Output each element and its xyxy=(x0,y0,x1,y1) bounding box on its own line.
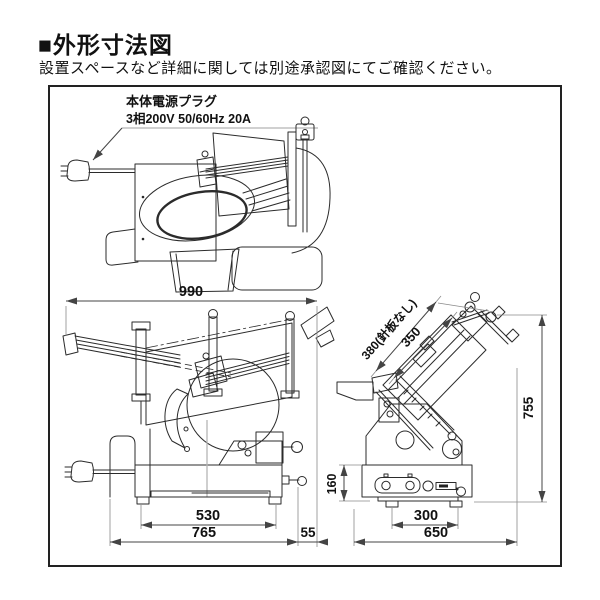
dim-front-foot-span: 530 xyxy=(196,508,220,524)
drawing-frame xyxy=(48,85,562,567)
page-subtitle: 設置スペースなど詳細に関しては別途承認図にてご確認ください。 xyxy=(39,60,502,77)
side-view-drawing xyxy=(336,292,520,508)
power-plug-note: 本体電源プラグ 3相200V 50/60Hz 20A xyxy=(126,94,251,127)
dim-side-overall-height: 755 xyxy=(521,396,536,419)
side-view-dimensions: 380(針板なし) 350 755 160 300 650 xyxy=(325,296,547,546)
dim-side-base-height: 160 xyxy=(325,474,339,495)
dim-front-overall-width: 990 xyxy=(179,284,203,300)
dim-side-carriage-width: 350 xyxy=(398,324,424,350)
top-view-drawing xyxy=(60,116,331,293)
power-plug-note-line2: 3相200V 50/60Hz 20A xyxy=(126,111,252,126)
dim-side-foot-span: 300 xyxy=(414,508,438,524)
page-title: ■外形寸法図 xyxy=(38,32,173,58)
dim-side-overall-depth: 650 xyxy=(424,525,448,541)
power-plug-top-view xyxy=(60,159,136,182)
front-view-dimensions: 990 530 765 55 xyxy=(65,284,328,547)
plug-note-leader-line xyxy=(92,127,123,161)
dim-front-side-offset: 55 xyxy=(300,525,316,540)
front-view-drawing xyxy=(62,306,335,505)
power-plug-front-view xyxy=(64,460,136,483)
dim-front-body-width: 765 xyxy=(192,525,216,541)
power-plug-note-line1: 本体電源プラグ xyxy=(126,94,218,109)
